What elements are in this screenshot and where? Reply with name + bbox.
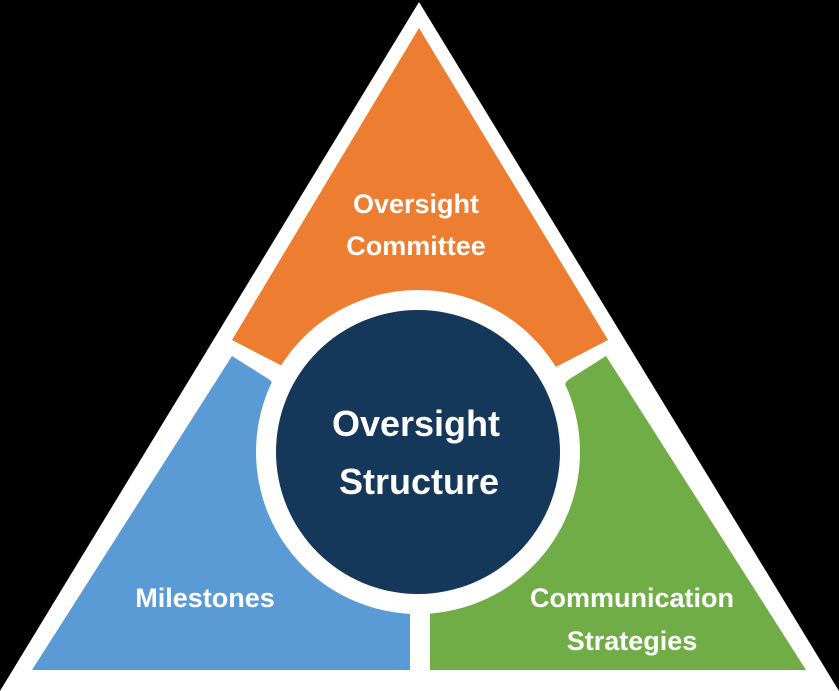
segment-top-label-line2: Committee: [346, 231, 486, 261]
center-label-line2: Structure: [339, 461, 499, 502]
segment-top-label-line1: Oversight: [353, 189, 479, 219]
segment-top: [232, 28, 608, 370]
center-label-line1: Oversight: [332, 403, 500, 444]
segment-left-label: Milestones: [135, 583, 275, 613]
segment-left: [32, 356, 410, 670]
center-circle: [276, 310, 560, 594]
segment-right-label-line1: Communication: [530, 583, 734, 613]
segment-right: [430, 356, 806, 670]
segment-right-label-line2: Strategies: [567, 626, 698, 656]
